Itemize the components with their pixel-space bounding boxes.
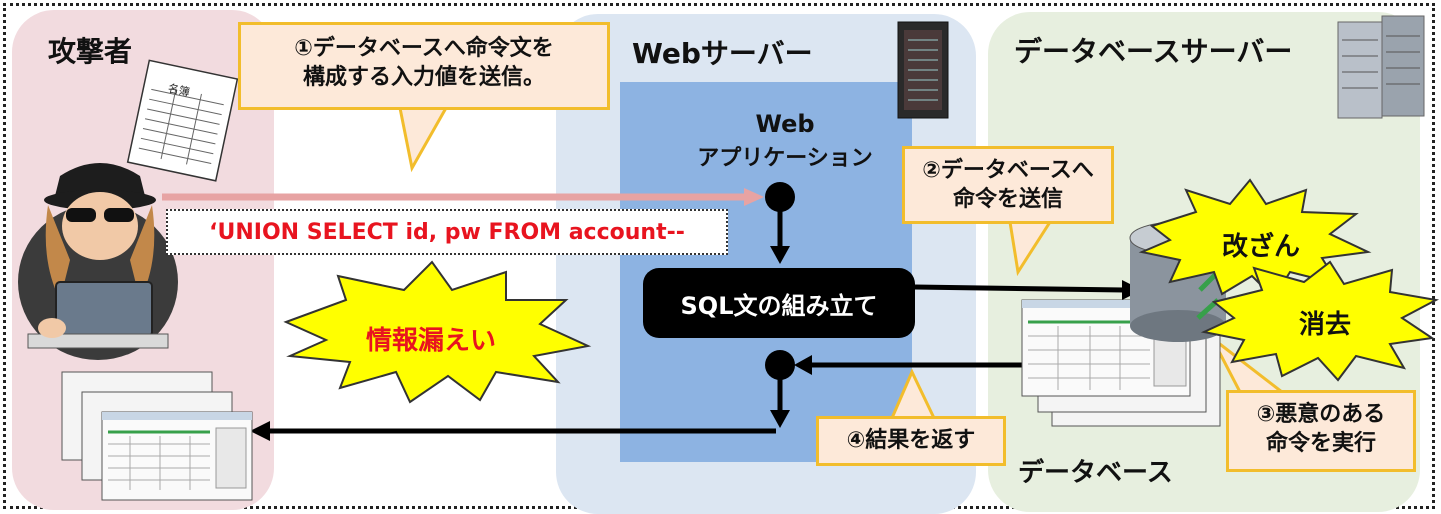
callout-step4: ④結果を返す (816, 416, 1006, 466)
leak-burst (283, 260, 592, 404)
server-rack-icon (897, 21, 949, 119)
callout-step2-line2: 命令を送信 (952, 186, 1063, 212)
attacker-title: 攻撃者 (48, 35, 133, 68)
return-arrow-head (250, 421, 270, 441)
web-server-title: Webサーバー (632, 37, 813, 70)
query-arrow (914, 284, 1125, 293)
flow-arrow-down-2-head (770, 410, 790, 428)
flow-node-bottom (765, 350, 795, 380)
flow-arrow-down-1-head (770, 246, 790, 264)
delete-burst (1200, 260, 1440, 382)
tamper-burst (1138, 178, 1372, 300)
callout-step3-line1: ③悪意のある (1256, 402, 1386, 427)
sql-assembly-box: SQL文の組み立て (643, 268, 915, 338)
callout-step3: ③悪意のある 命令を実行 (1226, 390, 1416, 472)
result-arrow-head (794, 355, 812, 375)
callout-step1-tail (398, 106, 449, 173)
database-server-icon (1337, 15, 1425, 119)
database-server-title: データベースサーバー (1014, 35, 1293, 68)
tamper-label: 改ざん (1221, 232, 1300, 262)
document-icon (126, 59, 239, 182)
callout-step1: ①データベースへ命令文を 構成する入力値を送信。 (238, 22, 610, 110)
delete-label: 消去 (1298, 310, 1351, 340)
web-app-label-line2: アプリケーション (697, 146, 873, 171)
flow-node-top (765, 182, 795, 212)
callout-step4-tail (889, 368, 937, 420)
database-label: データベース (1018, 458, 1173, 488)
web-app-label-line1: Web (755, 110, 815, 138)
callout-step2: ②データベースへ 命令を送信 (902, 146, 1114, 224)
callout-step2-tail (1008, 220, 1053, 277)
sql-injection-payload: ‘UNION SELECT id, pw FROM account-- (166, 209, 728, 255)
screen-stack-icon-left (61, 371, 253, 501)
callout-step4-text: ④結果を返す (846, 428, 976, 453)
callout-step1-line2: 構成する入力値を送信。 (302, 64, 545, 90)
callout-step1-line1: ①データベースへ命令文を (294, 36, 554, 61)
callout-step2-line1: ②データベースへ (922, 158, 1094, 183)
attacker-icon (18, 163, 178, 360)
callout-step3-line2: 命令を実行 (1265, 430, 1376, 456)
input-arrow-head (744, 188, 764, 206)
leak-label: 情報漏えい (365, 326, 496, 356)
